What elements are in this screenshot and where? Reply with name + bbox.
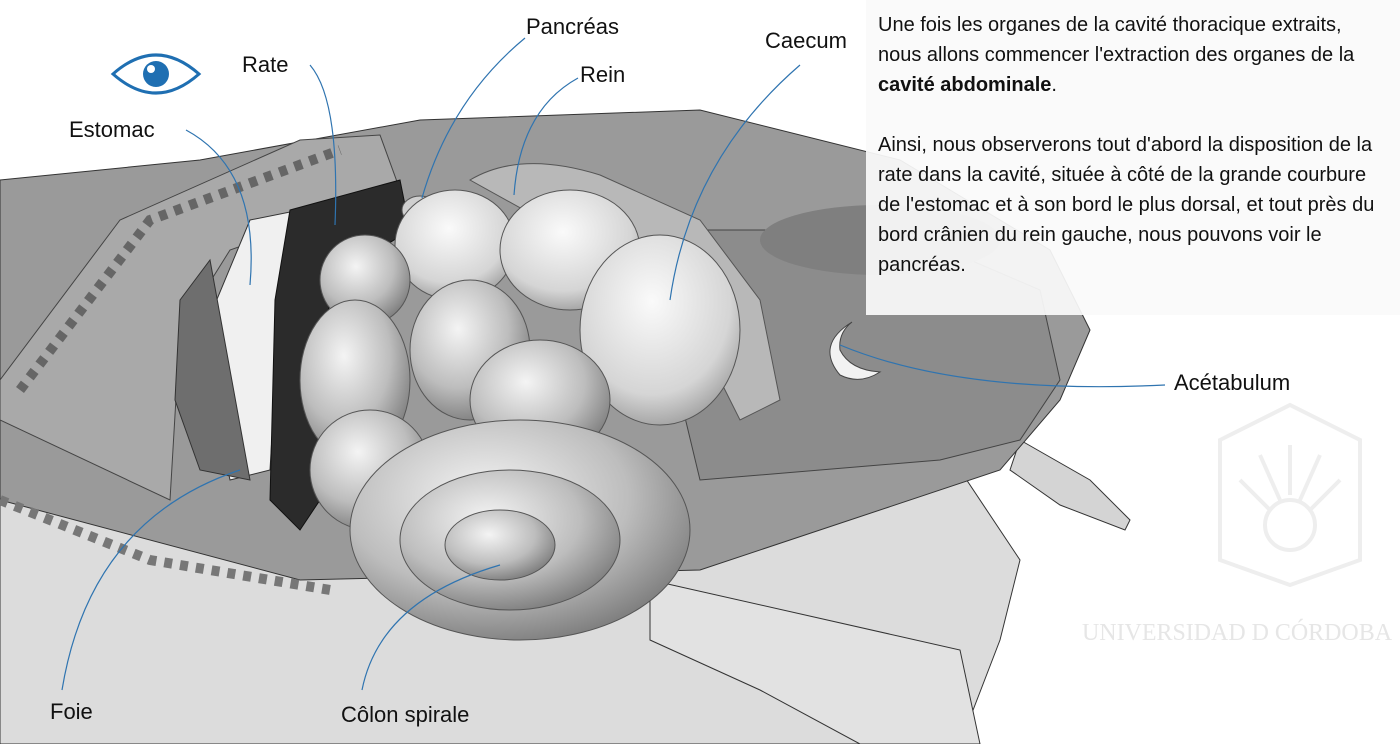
diaphragm-edge [16,145,342,394]
hind-limb [649,579,981,744]
label-estomac[interactable]: Estomac [69,117,155,142]
acetabulum [829,321,882,380]
leader-rate [309,64,337,226]
leader-lines [61,37,1166,691]
label-caecum[interactable]: Caecum [765,28,847,53]
body-wall-edge [0,495,331,595]
p1-end: . [1051,74,1057,96]
leader-caecum [669,64,801,301]
leader-estomac [185,129,252,286]
label-rein[interactable]: Rein [580,62,626,87]
eye-icon[interactable] [110,50,202,98]
leader-pancreas [421,37,526,199]
p1-text: Une fois les organes de la cavité thorac… [878,14,1355,66]
leader-foie [61,469,241,691]
p1-bold-term: cavité abdominale [878,74,1052,96]
label-acetabulum[interactable]: Acétabulum [1174,370,1291,395]
label-rate[interactable]: Rate [242,52,289,77]
label-foie[interactable]: Foie [50,699,93,724]
leader-rein [513,77,579,196]
leader-acetabulum [839,344,1166,388]
intestines [299,189,741,531]
watermark-text: UNIVERSIDAD D CÓRDOBA [1082,619,1393,646]
description-paragraph-1: Une fois les organes de la cavité thorac… [878,10,1390,100]
university-logo-watermark [1218,402,1362,588]
label-pancreas[interactable]: Pancréas [526,14,619,39]
tail [1009,439,1131,531]
kidney [468,163,781,421]
label-colon-spirale[interactable]: Côlon spirale [341,702,470,727]
description-panel: Une fois les organes de la cavité thorac… [866,0,1400,315]
spiral-colon [349,419,691,641]
leader-colon [361,564,501,691]
description-paragraph-2: Ainsi, nous observerons tout d'abord la … [878,134,1375,276]
